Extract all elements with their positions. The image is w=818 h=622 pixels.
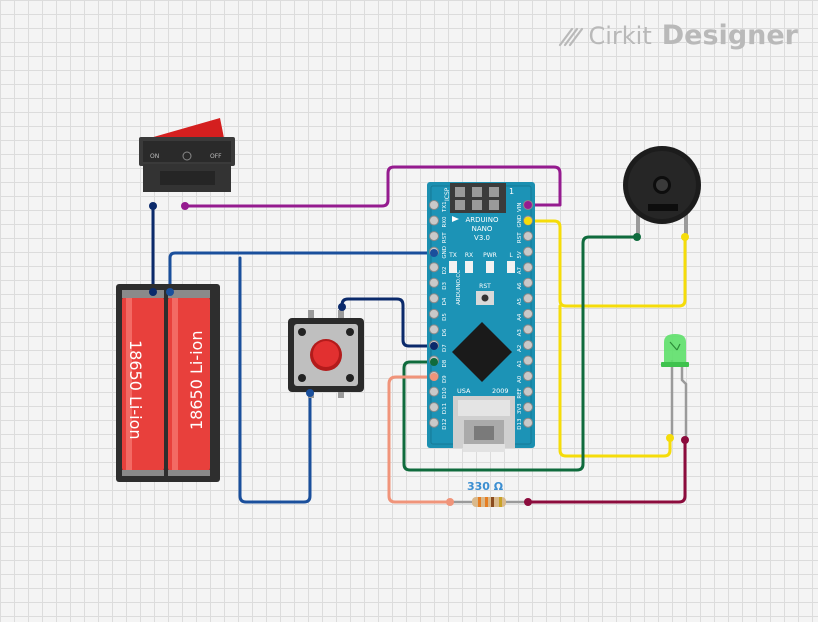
pin-label-left: D6 [442, 328, 448, 336]
pin-label-left: D7 [442, 344, 448, 352]
pin-label-left: GND [442, 246, 448, 259]
circuit-logo-icon [559, 27, 584, 46]
pin-label-right: VIN [517, 203, 523, 213]
pin-label-left: D9 [442, 375, 448, 383]
pin-label-right: A0 [517, 375, 523, 383]
pin-label-right: A2 [517, 345, 523, 352]
wire-switch-vin[interactable] [183, 165, 562, 208]
switch-off-label: OFF [210, 153, 222, 160]
pin-label-left: RX0 [442, 216, 448, 228]
pin-right-a1[interactable] [523, 355, 533, 366]
resistor-value-label: 330 Ω [467, 480, 504, 493]
pin-label-left: D10 [442, 387, 448, 399]
green-led[interactable] [661, 334, 689, 444]
arduino-cc-label: ARDUINO.CC [456, 270, 462, 305]
arduino-nano[interactable]: ICSP 1 ARDUINO NANO V3.0 TX RX PWR L ARDUIN… [427, 182, 535, 452]
pin-label-left: TX1 [442, 201, 448, 213]
brand-logo: Cirkit Designer [558, 20, 798, 51]
wire-d9-resistor[interactable] [387, 375, 452, 504]
pin-label-left: D5 [442, 313, 448, 321]
push-button[interactable] [288, 303, 364, 398]
pin-right-a3[interactable] [523, 324, 533, 335]
led-label: PWR [483, 252, 497, 259]
wire-battery-gnd[interactable] [168, 251, 436, 294]
onboard-led [486, 261, 494, 273]
pin-right-5v[interactable] [523, 246, 533, 257]
pin-right-a6[interactable] [523, 277, 533, 288]
pin-label-right: RST [517, 232, 523, 243]
pin-label-right: A1 [517, 360, 523, 367]
onboard-led [449, 261, 457, 273]
pin-right-3v3[interactable] [523, 402, 533, 413]
battery-cell-2-label: 18650 Li-ion [187, 331, 206, 431]
rst-button-label: RST [479, 283, 491, 290]
pin-label-right: 3V3 [517, 403, 523, 414]
led-label: RX [465, 252, 473, 259]
rocker-switch[interactable]: ON OFF [139, 118, 235, 210]
pin-right-d13[interactable] [523, 417, 533, 428]
pin-left-rx0[interactable] [429, 215, 439, 226]
pin-right-ref[interactable] [523, 386, 533, 397]
brand-product: Designer [661, 20, 798, 51]
onboard-led [507, 261, 515, 273]
pin-right-a0[interactable] [523, 371, 533, 382]
pin-label-right: A5 [517, 298, 523, 306]
board-version: V3.0 [474, 234, 490, 242]
wire-5v-buzzer[interactable] [526, 219, 687, 308]
pin-label-left: D12 [442, 418, 448, 429]
pin-right-rst[interactable] [523, 231, 533, 242]
wire-gnd-button[interactable] [238, 256, 312, 504]
pin-left-tx1[interactable] [429, 200, 439, 210]
pin-label-left: D8 [442, 359, 448, 367]
pin-label-right: A3 [517, 329, 523, 337]
pin-right-a2[interactable] [523, 339, 533, 350]
pin-label-right: A7 [517, 266, 523, 274]
pin-left-d2[interactable] [429, 262, 439, 273]
pin1-label: 1 [509, 187, 514, 196]
pin-left-d6[interactable] [429, 324, 439, 335]
wire-d8-buzzer[interactable] [402, 235, 639, 472]
pin-left-d10[interactable] [429, 386, 439, 397]
resistor[interactable]: 330 Ω [446, 480, 532, 507]
wire-5v-led[interactable] [558, 304, 672, 458]
usb-connector [453, 396, 515, 452]
pin-left-rst[interactable] [429, 231, 439, 242]
pin-left-d4[interactable] [429, 293, 439, 304]
pin-label-right: A6 [517, 282, 523, 290]
board-name-2: NANO [472, 225, 493, 233]
battery-holder[interactable]: 18650 Li-ion 18650 Li-ion [116, 284, 220, 482]
pin-left-d3[interactable] [429, 277, 439, 288]
piezo-buzzer[interactable] [623, 146, 701, 241]
pin-right-a4[interactable] [523, 308, 533, 319]
led-label: TX [448, 252, 457, 259]
year-label: 2009 [492, 387, 509, 395]
pin-left-d11[interactable] [429, 402, 439, 413]
wire-resistor-led[interactable] [526, 438, 687, 504]
pin-right-a7[interactable] [523, 262, 533, 273]
pin-label-left: D2 [442, 266, 448, 274]
board-name-1: ARDUINO [466, 216, 499, 224]
battery-cell-1-label: 18650 Li-ion [126, 340, 145, 440]
pin-label-right: A4 [517, 313, 523, 321]
switch-on-label: ON [150, 153, 159, 160]
wire-button-d7[interactable] [340, 297, 436, 348]
pin-label-left: D3 [442, 282, 448, 290]
brand-name: Cirkit [588, 21, 652, 50]
pin-label-left: D11 [442, 403, 448, 414]
microcontroller-chip [452, 322, 512, 382]
pin-label-right: GND [517, 215, 523, 228]
led-label: L [509, 252, 513, 259]
pin-label-left: D4 [442, 297, 448, 305]
pin-left-d12[interactable] [429, 417, 439, 428]
onboard-led [465, 261, 473, 273]
usa-label: USA [457, 387, 471, 395]
pin-right-a5[interactable] [523, 293, 533, 304]
pin-label-right: D13 [517, 418, 523, 430]
pin-label-right: REF [517, 388, 523, 398]
icsp-label: ICSP [444, 187, 451, 201]
pin-label-left: RST [442, 232, 448, 243]
pin-label-right: 5V [517, 251, 523, 258]
pin-left-d5[interactable] [429, 308, 439, 319]
